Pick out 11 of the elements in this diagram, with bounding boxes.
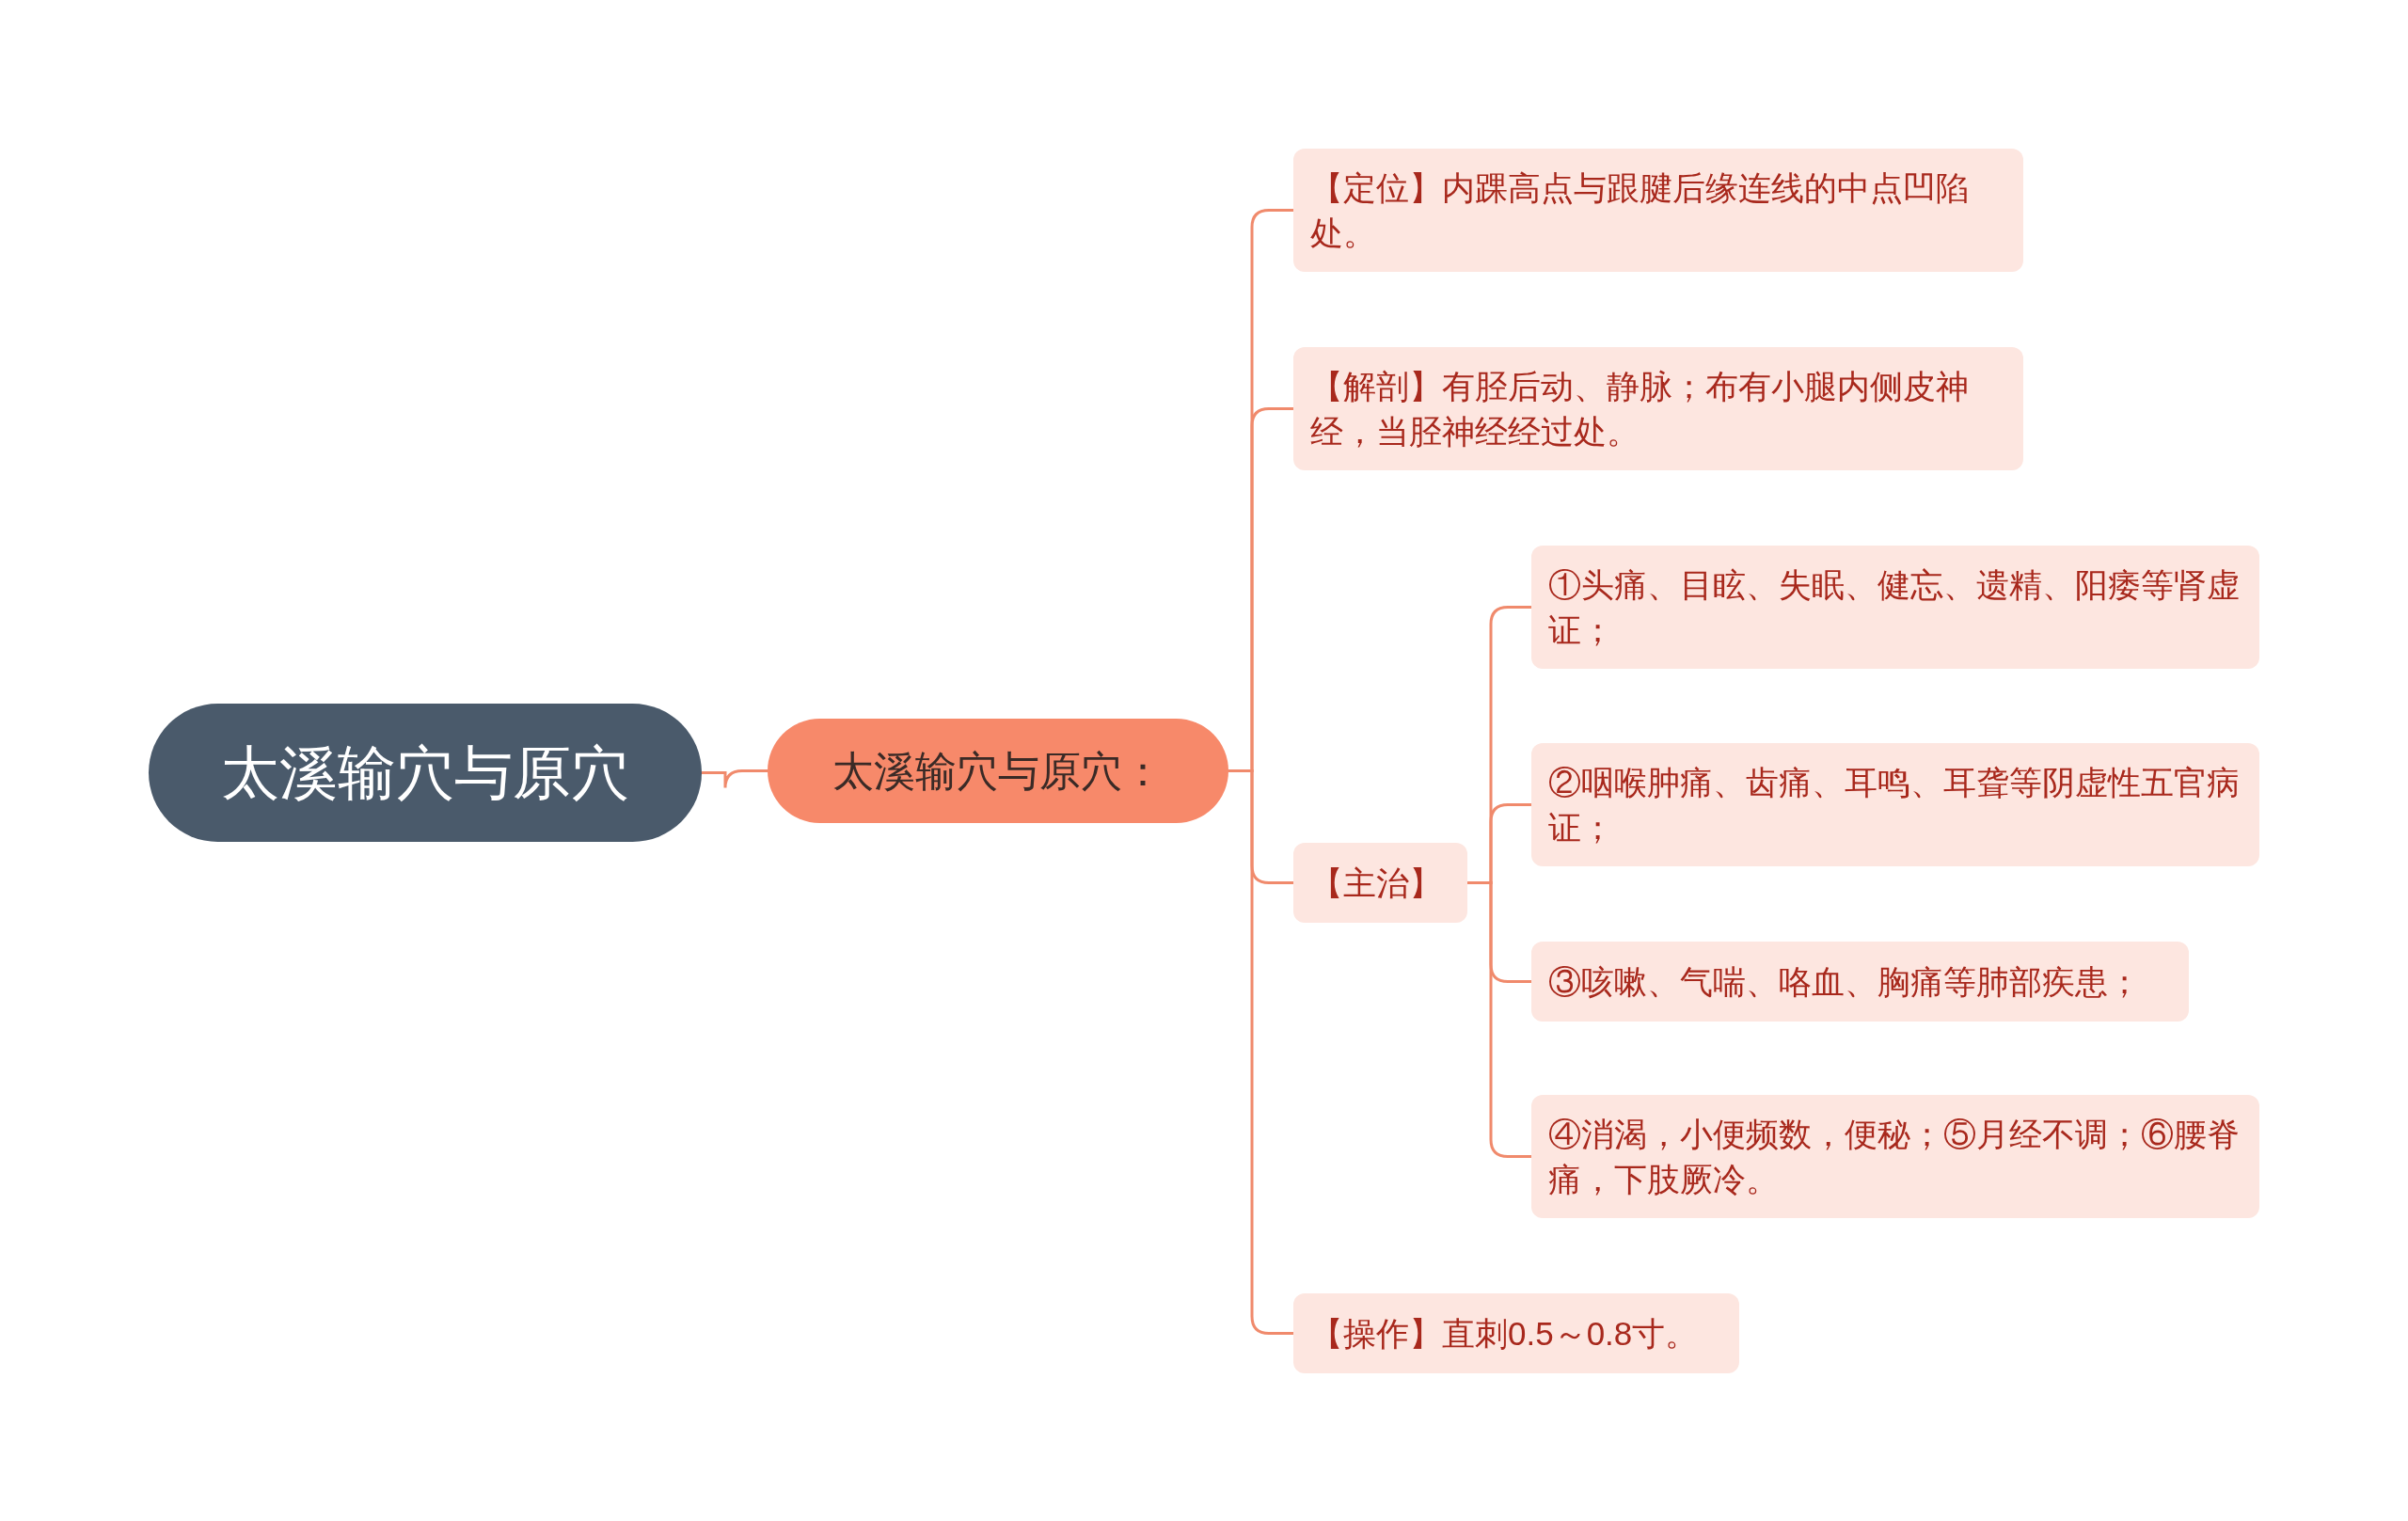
connector-line <box>702 769 768 789</box>
topic-box: 【定位】内踝高点与跟腱后缘连线的中点凹陷处。 <box>1293 149 2023 272</box>
topic-box: ④消渴，小便频数，便秘；⑤月经不调；⑥腰脊痛，下肢厥冷。 <box>1531 1095 2259 1218</box>
topic-box: 【操作】直刺0.5～0.8寸。 <box>1293 1293 1739 1373</box>
topic-box: ③咳嗽、气喘、咯血、胸痛等肺部疾患； <box>1531 942 2189 1022</box>
topic-box: 【主治】 <box>1293 843 1467 923</box>
topic-box: ②咽喉肿痛、齿痛、耳鸣、耳聋等阴虚性五官病证； <box>1531 743 2259 866</box>
root-topic-pill: 太溪输穴与原穴 <box>149 704 702 842</box>
topic-box: ①头痛、目眩、失眠、健忘、遗精、阳痿等肾虚证； <box>1531 546 2259 669</box>
topic-box: 【解剖】有胫后动、静脉；布有小腿内侧皮神经，当胫神经经过处。 <box>1293 347 2023 470</box>
main-topic-pill: 太溪输穴与原穴： <box>768 719 1228 823</box>
